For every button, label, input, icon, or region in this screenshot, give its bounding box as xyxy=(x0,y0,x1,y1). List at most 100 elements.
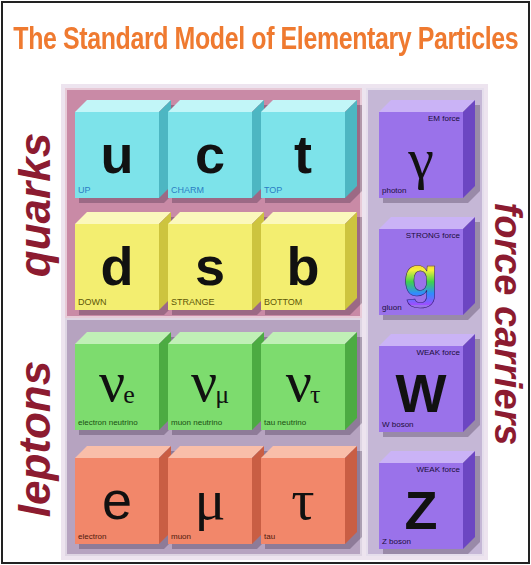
particle-group-band: leptonsνeelectron neutrinoνμmuon neutrin… xyxy=(65,318,362,556)
particle-symbol: t xyxy=(294,127,312,181)
particle-symbol: ν xyxy=(286,353,312,411)
cube-front xyxy=(168,458,252,544)
particle-cube: sSTRANGE xyxy=(168,210,264,310)
particle-cube: μmuon xyxy=(168,444,264,544)
cube-top xyxy=(168,332,264,344)
cube-front xyxy=(379,229,463,315)
symbol-subscript: e xyxy=(123,382,135,408)
cube-side xyxy=(345,332,357,430)
particle-cube: dDOWN xyxy=(75,210,171,310)
particle-symbol: s xyxy=(195,239,225,293)
particle-name: muon xyxy=(171,533,191,541)
particle-cube: EM force γphoton xyxy=(379,98,475,198)
cube-front xyxy=(379,463,463,549)
cube-front xyxy=(75,112,159,198)
cube-top xyxy=(168,212,264,224)
cube-side xyxy=(463,217,475,315)
cube-top xyxy=(75,212,171,224)
particle-name: photon xyxy=(382,187,406,195)
particle-cube: WEAK forceZZ boson xyxy=(379,449,475,549)
particle-cube: e electron xyxy=(75,444,171,544)
particle-symbol: g xyxy=(403,247,438,305)
particle-symbol: Z xyxy=(405,483,438,537)
cube-top xyxy=(379,100,475,112)
particle-symbol: e xyxy=(102,473,132,527)
cube-side xyxy=(345,446,357,544)
cube-front xyxy=(261,112,345,198)
particle-name: CHARM xyxy=(171,186,204,195)
particle-name: gluon xyxy=(382,304,402,312)
group-label: quarks xyxy=(13,133,57,277)
cube-front xyxy=(379,346,463,432)
group-label: leptons xyxy=(13,361,57,517)
particle-symbol: ν xyxy=(191,353,217,411)
cube-top xyxy=(75,446,171,458)
particle-cube: cCHARM xyxy=(168,98,264,198)
cube-side xyxy=(345,100,357,198)
cube-top xyxy=(379,334,475,346)
symbol-subscript: μ xyxy=(215,382,229,408)
cube-front xyxy=(261,224,345,310)
cube-front xyxy=(75,458,159,544)
cube-top xyxy=(75,332,171,344)
particle-cube: uUP xyxy=(75,98,171,198)
particle-name: muon neutrino xyxy=(171,419,222,427)
particle-name: STRANGE xyxy=(171,298,215,307)
particle-symbol: W xyxy=(396,366,447,420)
group-label: force carriers xyxy=(489,203,527,446)
cube-front xyxy=(75,344,159,430)
cube-front xyxy=(261,458,345,544)
force-name: WEAK force xyxy=(416,466,460,474)
particle-symbol: u xyxy=(101,127,134,181)
particle-name: UP xyxy=(78,186,91,195)
cube-front xyxy=(168,344,252,430)
cube-top xyxy=(261,212,357,224)
cube-side xyxy=(463,451,475,549)
particle-cube: WEAK forceWW boson xyxy=(379,332,475,432)
particle-cube: tTOP xyxy=(261,98,357,198)
cube-side xyxy=(463,100,475,198)
cube-front xyxy=(75,224,159,310)
cube-top xyxy=(168,446,264,458)
cube-top xyxy=(261,332,357,344)
symbol-subscript: τ xyxy=(310,382,320,408)
cube-front xyxy=(261,344,345,430)
particle-symbol: τ xyxy=(291,471,314,529)
cube-front xyxy=(379,112,463,198)
particle-name: electron xyxy=(78,533,106,541)
cube-front xyxy=(168,112,252,198)
particle-name: tau neutrino xyxy=(264,419,306,427)
particle-cube: νμ muon neutrino xyxy=(168,330,264,430)
particle-name: TOP xyxy=(264,186,282,195)
particle-cube: νe electron neutrino xyxy=(75,330,171,430)
cube-side xyxy=(463,334,475,432)
cube-top xyxy=(75,100,171,112)
cube-top xyxy=(261,446,357,458)
particle-group-band: quarksuUPcCHARMtTOPdDOWNsSTRANGEbBOTTOM xyxy=(65,88,362,318)
particle-cube: τ tau xyxy=(261,444,357,544)
particle-symbol: c xyxy=(195,127,225,181)
cube-front xyxy=(168,224,252,310)
diagram-title: The Standard Model of Elementary Particl… xyxy=(13,22,518,54)
particle-cube: bBOTTOM xyxy=(261,210,357,310)
particle-symbol: d xyxy=(101,239,134,293)
particle-name: W boson xyxy=(382,421,414,429)
particle-symbol: b xyxy=(287,239,320,293)
particle-name: tau xyxy=(264,533,275,541)
force-name: WEAK force xyxy=(416,349,460,357)
force-name: STRONG force xyxy=(406,232,460,240)
cube-top xyxy=(261,100,357,112)
force-name: EM force xyxy=(428,115,460,123)
particle-cube: STRONG force ggluon xyxy=(379,215,475,315)
particle-symbol: γ xyxy=(408,130,434,188)
cube-top xyxy=(379,217,475,229)
particle-name: Z boson xyxy=(382,538,411,546)
particle-group-band: force carriersEM forceγphotonSTRONG forc… xyxy=(366,88,484,556)
cube-side xyxy=(345,212,357,310)
cube-top xyxy=(379,451,475,463)
particle-name: BOTTOM xyxy=(264,298,302,307)
particle-symbol: ν xyxy=(99,353,125,411)
particle-name: electron neutrino xyxy=(78,419,138,427)
particle-cube: ντ tau neutrino xyxy=(261,330,357,430)
cube-top xyxy=(168,100,264,112)
